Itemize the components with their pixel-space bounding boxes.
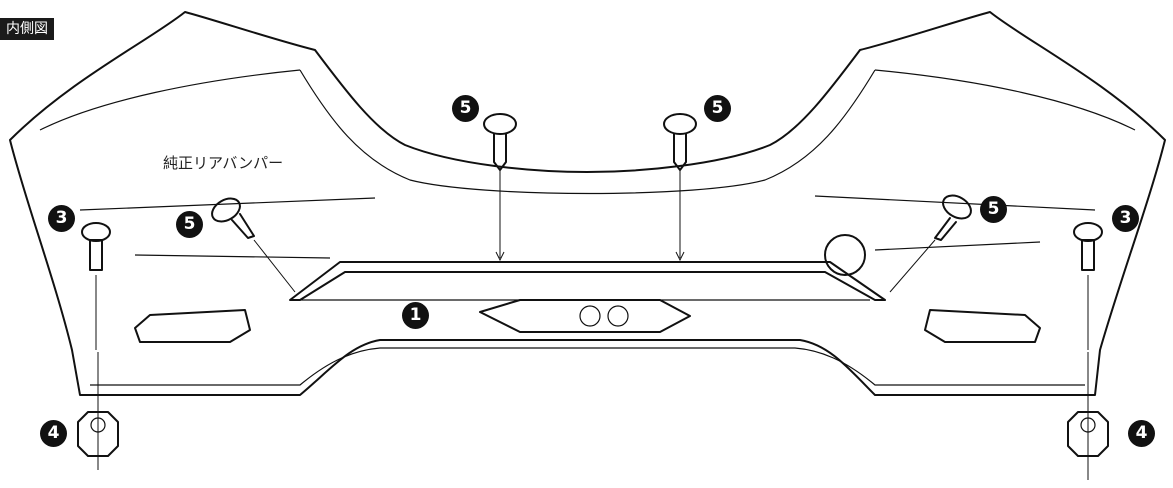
header-tag: 内側図 <box>0 18 54 40</box>
arrowhead-top-left <box>495 251 505 262</box>
callout-bolt-right: 3 <box>1112 205 1139 232</box>
guide-line-4 <box>874 241 1041 251</box>
callout-bolt-left: 3 <box>48 205 75 232</box>
guide-line-3 <box>134 254 331 259</box>
screw-side-left <box>211 197 255 239</box>
callout-screw-top-left: 5 <box>452 95 479 122</box>
guide-line-1 <box>79 197 376 211</box>
callout-nut-left: 4 <box>40 420 67 447</box>
guide-line-2 <box>814 195 1096 211</box>
lower-lip <box>90 347 1085 386</box>
callout-screw-side-right: 5 <box>980 196 1007 223</box>
bracket-hole-left <box>579 305 601 327</box>
callout-bumper: 1 <box>402 302 429 329</box>
bumper-inner-line <box>299 69 876 195</box>
bolt-right <box>1073 222 1103 271</box>
bumper-upper-edge-right <box>874 69 1136 131</box>
bumper-outline <box>9 11 1166 396</box>
arrow-side-right <box>889 239 936 293</box>
part-label: 純正リアバンパー <box>163 154 284 172</box>
callout-nut-right: 4 <box>1128 420 1155 447</box>
reflector-left <box>134 309 251 343</box>
tow-cover <box>824 234 866 276</box>
reflector-right <box>924 309 1041 343</box>
mounting-rail <box>289 261 886 301</box>
screw-side-right <box>934 194 972 241</box>
bracket-hole-right <box>607 305 629 327</box>
callout-screw-top-right: 5 <box>704 95 731 122</box>
bumper-upper-edge-left <box>39 69 301 131</box>
arrowhead-top-right <box>675 251 685 262</box>
callout-screw-side-left: 5 <box>176 211 203 238</box>
screw-top-left <box>483 113 517 171</box>
bolt-left <box>81 222 111 271</box>
arrow-side-left <box>253 239 296 293</box>
screw-top-right <box>663 113 697 171</box>
license-bracket <box>479 299 691 333</box>
